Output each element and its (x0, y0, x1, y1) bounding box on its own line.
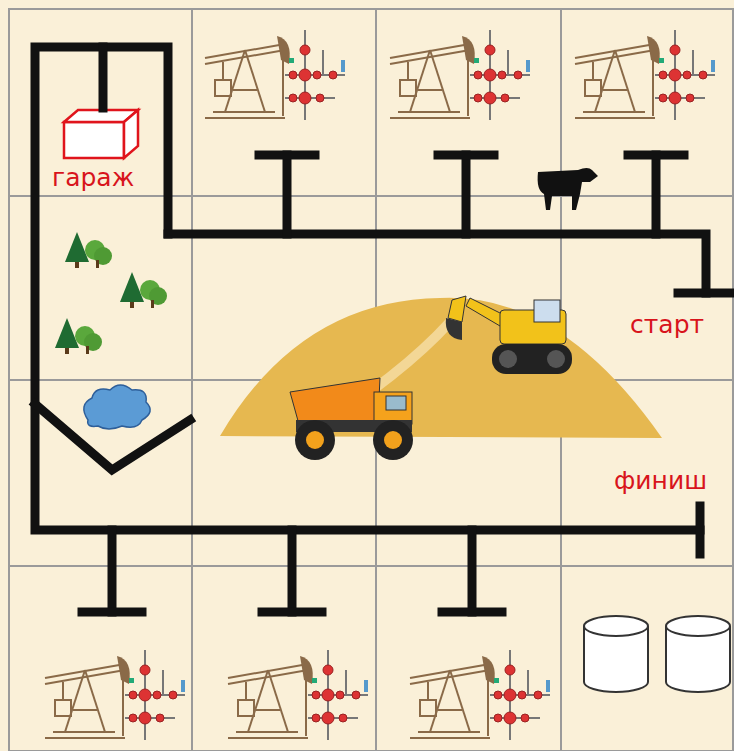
route-line (35, 47, 730, 612)
cow (538, 168, 598, 210)
sand-pile (220, 298, 662, 438)
garage-label: гараж (52, 165, 134, 190)
excavator (446, 296, 572, 374)
oil-well (45, 30, 715, 740)
pond (84, 385, 150, 429)
trees (55, 232, 167, 354)
dump-truck (290, 378, 413, 460)
garage-box (64, 110, 138, 158)
start-label: старт (630, 312, 704, 337)
tanks (584, 616, 730, 692)
finish-label: финиш (614, 468, 707, 493)
grid (9, 9, 734, 751)
